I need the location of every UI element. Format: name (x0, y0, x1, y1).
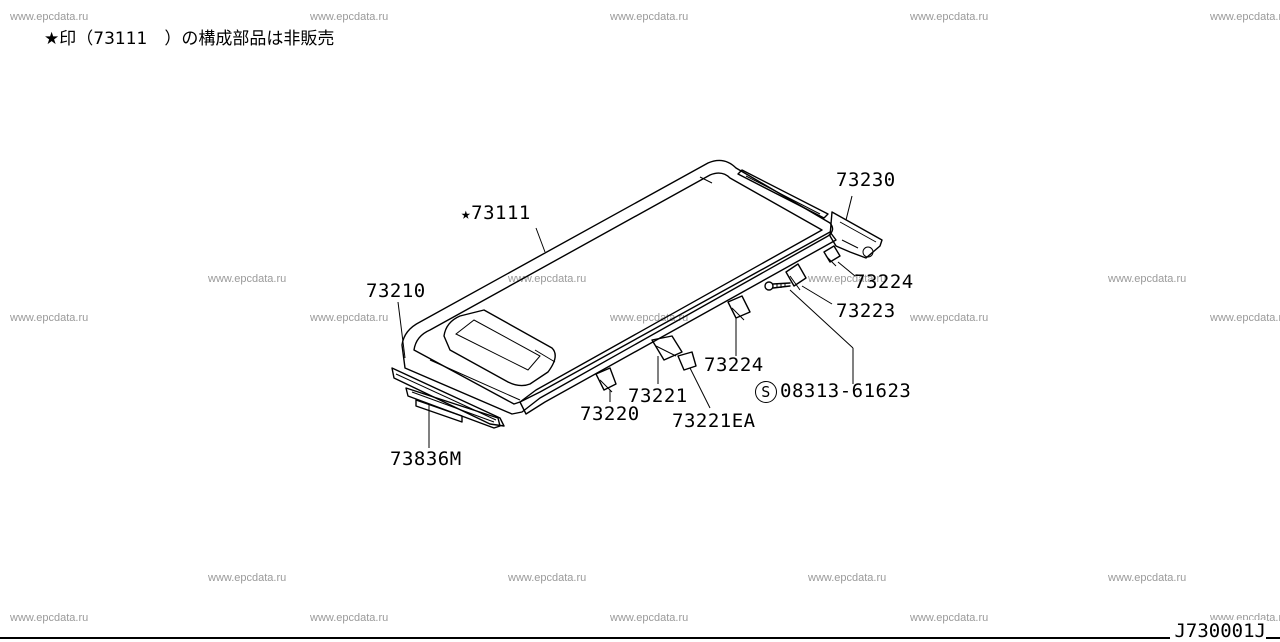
watermark: www.epcdata.ru (310, 612, 389, 624)
label-73221: 73221 (628, 385, 688, 407)
star-icon: ★ (44, 29, 60, 49)
part-73221EA-clip (677, 351, 697, 371)
diagram-code: J730001J (1170, 620, 1266, 642)
s-symbol-icon: S (755, 380, 777, 403)
watermark: www.epcdata.ru (910, 612, 989, 624)
watermark: www.epcdata.ru (1210, 312, 1280, 324)
part-73224-clip-lower (727, 295, 751, 321)
part-73223-clip (785, 263, 807, 291)
bottom-border (0, 637, 1280, 639)
watermark: www.epcdata.ru (808, 572, 887, 584)
leader-lines (397, 195, 856, 448)
watermark: www.epcdata.ru (310, 312, 389, 324)
label-73224-upper: 73224 (854, 271, 914, 293)
label-73220: 73220 (580, 403, 640, 425)
watermark: www.epcdata.ru (10, 612, 89, 624)
watermark: www.epcdata.ru (10, 312, 89, 324)
label-73224-lower: 73224 (704, 354, 764, 376)
label-73223: 73223 (836, 300, 896, 322)
watermark: www.epcdata.ru (910, 312, 989, 324)
note-text: 印（73111 ）の構成部品は非販売 (59, 29, 335, 49)
watermark: www.epcdata.ru (310, 11, 389, 23)
part-73221-handle (651, 335, 683, 361)
part-73224-clip-upper (823, 245, 841, 267)
watermark: www.epcdata.ru (508, 572, 587, 584)
watermark: www.epcdata.ru (208, 572, 287, 584)
watermark: www.epcdata.ru (610, 11, 689, 23)
part-number: 08313-61623 (780, 380, 912, 402)
label-73230: 73230 (836, 169, 896, 191)
non-sale-note: ★印（73111 ）の構成部品は非販売 (44, 24, 334, 49)
part-number: 73111 (471, 202, 531, 224)
screw-08313-61623 (764, 281, 791, 291)
watermark: www.epcdata.ru (1210, 11, 1280, 23)
watermark: www.epcdata.ru (208, 273, 287, 285)
watermark: www.epcdata.ru (910, 11, 989, 23)
label-73111: ★73111 (461, 202, 531, 224)
label-73836M: 73836M (390, 448, 462, 470)
label-73210: 73210 (366, 280, 426, 302)
part-73230-assembly (737, 169, 883, 259)
star-icon: ★ (461, 204, 472, 223)
watermark: www.epcdata.ru (610, 612, 689, 624)
part-73836M-trim (405, 387, 501, 429)
watermark: www.epcdata.ru (10, 11, 89, 23)
label-73221EA: 73221EA (672, 410, 756, 432)
watermark: www.epcdata.ru (1108, 572, 1187, 584)
watermark: www.epcdata.ru (1108, 273, 1187, 285)
watermark: www.epcdata.ru (808, 273, 887, 285)
